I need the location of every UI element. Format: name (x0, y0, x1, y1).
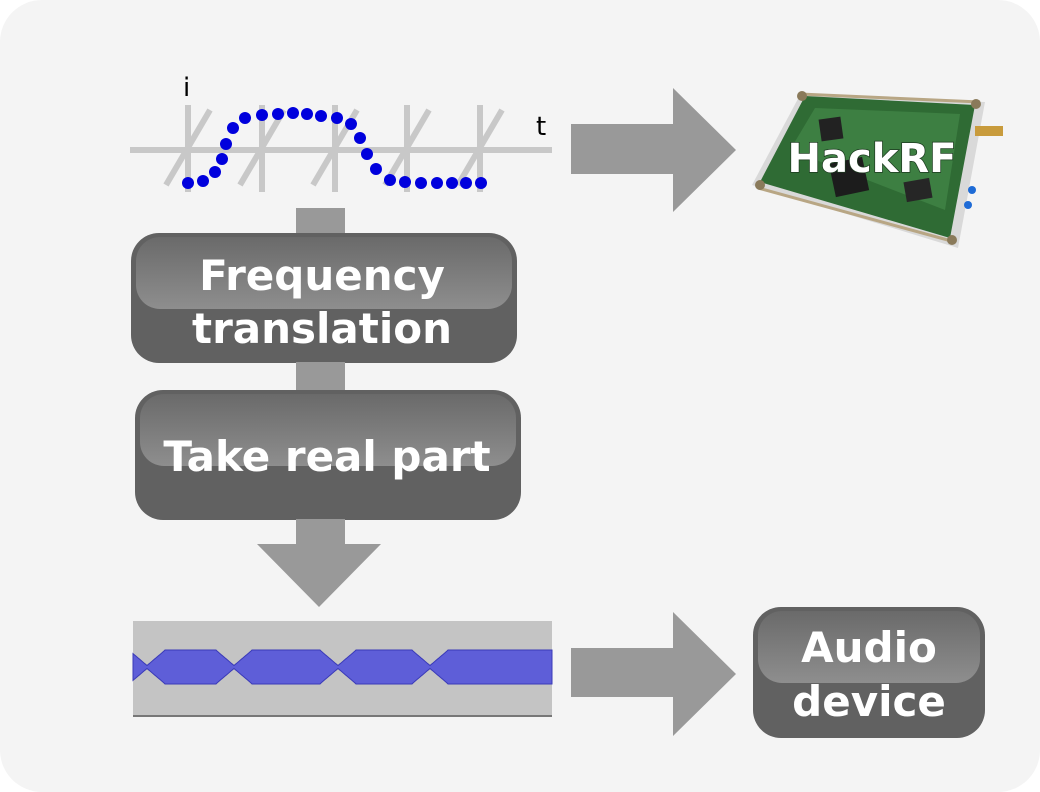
case-screw-3 (755, 180, 765, 190)
take-real-part-block: Take real part (135, 390, 521, 520)
audio-waveform-panel (132, 621, 553, 717)
hackrf-chip (828, 156, 870, 198)
antenna-connector (975, 126, 1003, 136)
audio-device-block: Audio device (753, 607, 985, 738)
axis-slash-4 (382, 108, 432, 187)
symbol-dot-17 (370, 163, 382, 175)
symbol-dot-12 (315, 110, 327, 122)
waveform-envelope (132, 649, 553, 685)
symbol-dot-1 (182, 177, 194, 189)
case-screw-2 (971, 99, 981, 109)
connector-translation-to-real (296, 362, 345, 392)
symbol-dot-5 (220, 138, 232, 150)
axis-slash-1 (163, 108, 213, 187)
symbol-dot-20 (415, 177, 427, 189)
symbol-dot-18 (384, 174, 396, 186)
arrow-right-to-hackrf (571, 88, 736, 212)
hackrf-label: HackRF (788, 136, 957, 182)
arrow-right-to-audio (571, 612, 736, 736)
axis-t-label: t (536, 112, 546, 142)
symbol-dot-2 (197, 175, 209, 187)
hackrf-device: HackRF (752, 91, 1003, 248)
audio-device-label-line2: device (792, 677, 946, 726)
hackrf-case-edge (799, 92, 981, 104)
symbol-dot-24 (475, 177, 487, 189)
take-real-part-label: Take real part (163, 432, 490, 481)
frequency-translation-label-line2: translation (192, 304, 452, 353)
hackrf-chip-small (818, 116, 844, 142)
case-screw-4 (947, 235, 957, 245)
hackrf-chip-right (903, 177, 933, 203)
symbol-dots (182, 107, 487, 189)
audio-device-label-line1: Audio (801, 623, 937, 672)
led-indicator-2 (964, 201, 972, 209)
axis-slash-5 (455, 108, 505, 187)
axis-slash-2 (237, 108, 287, 187)
symbol-dot-14 (345, 118, 357, 130)
symbol-dot-15 (354, 132, 366, 144)
symbol-dot-3 (209, 166, 221, 178)
symbol-dot-21 (431, 177, 443, 189)
axis-i-label: i (183, 73, 190, 103)
symbol-dot-16 (361, 148, 373, 160)
led-indicator (968, 186, 976, 194)
case-screw (797, 91, 807, 101)
hackrf-case-edge-bottom (757, 186, 956, 244)
symbol-dot-4 (216, 153, 228, 165)
symbol-dot-22 (446, 177, 458, 189)
symbol-dot-6 (227, 122, 239, 134)
frequency-translation-label-line1: Frequency (199, 251, 445, 300)
symbol-dot-10 (287, 107, 299, 119)
symbol-timing-plot: i t (130, 73, 552, 192)
symbol-dot-7 (239, 112, 251, 124)
symbol-dot-23 (460, 177, 472, 189)
symbol-dot-8 (256, 109, 268, 121)
symbol-dot-13 (331, 112, 343, 124)
symbol-dot-11 (301, 108, 313, 120)
arrow-down-to-waveform (257, 519, 381, 607)
symbol-dot-9 (272, 108, 284, 120)
frequency-translation-block: Frequency translation (131, 233, 517, 363)
symbol-dot-19 (399, 176, 411, 188)
